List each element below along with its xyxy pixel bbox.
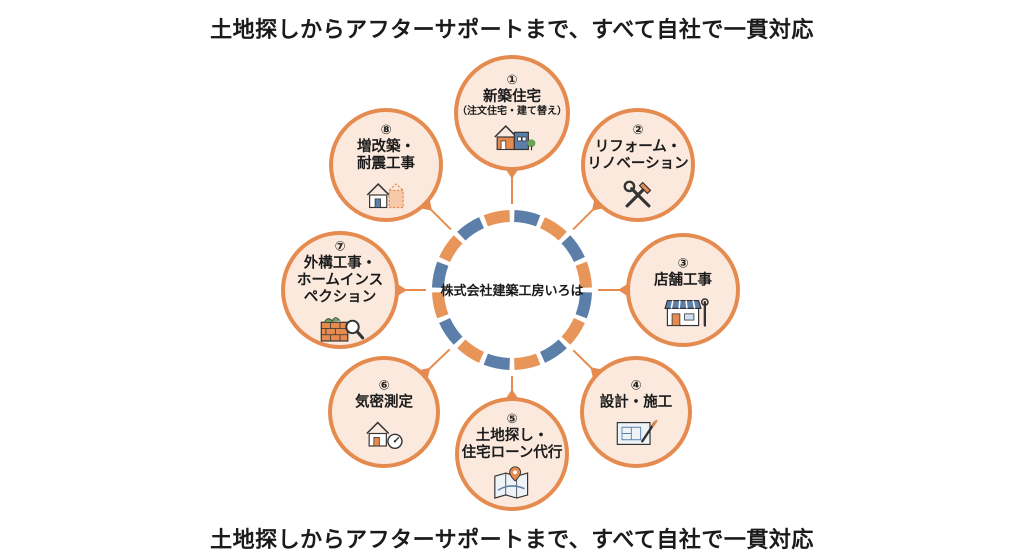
ring-segment: [539, 217, 567, 241]
service-label: リノベーション: [587, 156, 688, 172]
service-label: リフォーム・: [595, 139, 682, 155]
bubble-fill: [458, 59, 566, 167]
service-number: ⑧: [380, 123, 391, 138]
ring-segment: [575, 261, 592, 289]
service-label: 店舗工事: [654, 271, 712, 289]
ring-segment: [483, 210, 511, 227]
ring-segment: [539, 339, 567, 363]
company-name: 株式会社建築工房いろは: [440, 283, 583, 299]
ring-segment: [457, 339, 485, 363]
blueprint-icon: [616, 419, 658, 446]
service-label: ペクション: [304, 289, 377, 306]
bubble-fill: [332, 360, 436, 464]
ring-segment: [561, 317, 585, 345]
service-label: 土地探し・: [476, 426, 549, 444]
service-label: 耐震工事: [357, 154, 415, 172]
headline-top: 土地探しからアフターサポートまで、すべて自社で一貫対応: [210, 18, 814, 43]
service-label: 増改築・: [357, 137, 415, 155]
service-number: ④: [630, 379, 641, 394]
service-bubble-4: ④設計・施工: [580, 356, 692, 468]
service-bubbles: ①新築住宅（注文住宅・建て替え）②リフォーム・リノベーション③店舗工事④設計・施…: [281, 55, 740, 511]
bubble-fill: [333, 112, 439, 218]
service-label: 新築住宅: [483, 87, 541, 105]
bubble-fill: [585, 112, 691, 218]
ring-segment: [432, 261, 449, 289]
ring: [432, 210, 592, 370]
ring-segment: [513, 353, 541, 370]
ring-segment: [513, 210, 541, 227]
ring-segment: [457, 217, 485, 241]
ring-segment: [483, 353, 511, 370]
ring-segment: [561, 235, 585, 263]
headline-bottom: 土地探しからアフターサポートまで、すべて自社で一貫対応: [210, 528, 814, 553]
service-label: 設計・施工: [600, 393, 673, 411]
service-label: 気密測定: [355, 393, 413, 411]
service-number: ⑥: [378, 379, 389, 394]
service-number: ②: [632, 123, 643, 138]
bubble-fill: [584, 360, 688, 464]
service-number: ①: [506, 73, 517, 88]
center-circle: [446, 224, 578, 356]
service-label: ホームインス: [297, 272, 383, 289]
bubble-fill: [285, 235, 395, 345]
service-sublabel: （注文住宅・建て替え）: [457, 104, 567, 117]
service-number: ③: [677, 257, 688, 272]
service-label: 外構工事・: [304, 254, 377, 272]
ring-segment: [439, 317, 463, 345]
bubble-fill: [459, 401, 565, 507]
ring-segment: [432, 291, 449, 319]
bubble-fill: [630, 237, 736, 343]
service-number: ⑦: [334, 240, 345, 255]
ring-segment: [575, 291, 592, 319]
ring-segment: [439, 235, 463, 263]
service-number: ⑤: [506, 412, 517, 427]
service-label: 住宅ローン代行: [462, 443, 563, 461]
